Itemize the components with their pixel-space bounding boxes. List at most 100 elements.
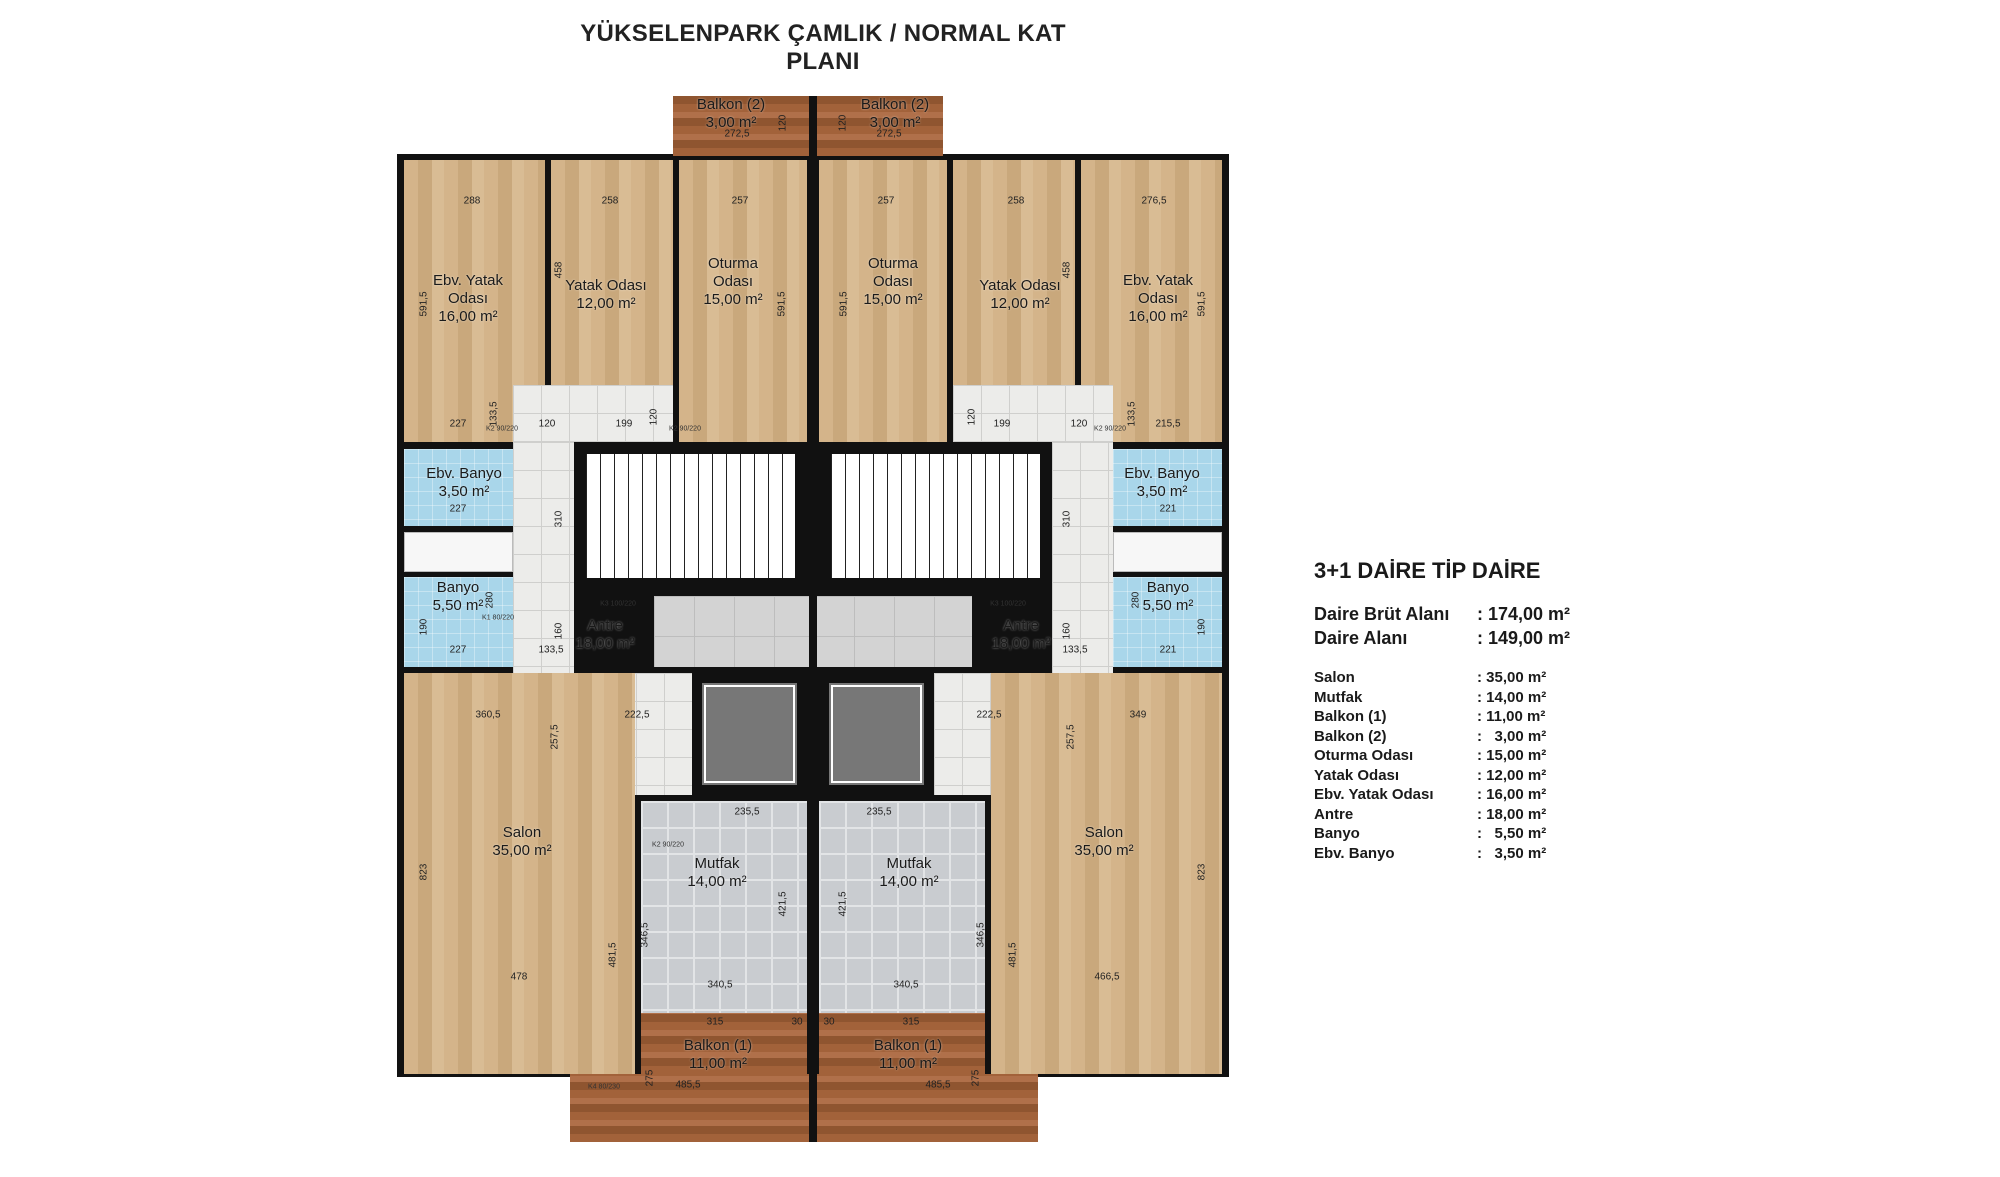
door-code: K3 100/220 bbox=[990, 600, 1026, 608]
dimension-label: 227 bbox=[449, 644, 467, 656]
door-code: K1 80/220 bbox=[482, 614, 514, 622]
ebv-banyo-right bbox=[1113, 449, 1222, 526]
room-label-balkon1-right: Balkon (1)11,00 m² bbox=[874, 1037, 942, 1073]
dimension-label: 280 bbox=[1130, 591, 1142, 609]
door-code: K2 90/220 bbox=[669, 425, 701, 433]
dimension-label: 591,5 bbox=[776, 291, 788, 317]
legend-value: : 5,50 m² bbox=[1477, 825, 1547, 842]
dimension-label: 485,5 bbox=[925, 1079, 951, 1091]
banyo-left bbox=[404, 577, 513, 667]
legend-row: Yatak Odası: 12,00 m² bbox=[1314, 766, 1570, 786]
room-name: Balkon (2) bbox=[696, 96, 766, 113]
room-area: 16,00 m² bbox=[438, 308, 498, 325]
legend-row: Mutfak: 14,00 m² bbox=[1314, 688, 1570, 708]
mutfak-right bbox=[819, 801, 985, 1013]
dimension-label: 276,5 bbox=[1141, 195, 1167, 207]
dimension-label: 272,5 bbox=[876, 128, 902, 140]
dimension-label: 823 bbox=[1196, 863, 1208, 881]
room-name: Balkon (1) bbox=[873, 1037, 943, 1054]
room-name: Ebv. Yatak bbox=[432, 272, 504, 289]
dimension-label: 340,5 bbox=[707, 979, 733, 991]
dimension-label: 227 bbox=[449, 418, 467, 430]
area-legend: 3+1 DAİRE TİP DAİRE Daire Brüt Alanı: 17… bbox=[1314, 558, 1570, 863]
legend-row: Ebv. Yatak Odası: 16,00 m² bbox=[1314, 785, 1570, 805]
dimension-label: 221 bbox=[1159, 644, 1177, 656]
legend-row: Ebv. Banyo : 3,50 m² bbox=[1314, 844, 1570, 864]
legend-row: Balkon (1): 11,00 m² bbox=[1314, 707, 1570, 727]
legend-row: Salon: 35,00 m² bbox=[1314, 668, 1570, 688]
legend-value: : 174,00 m² bbox=[1477, 604, 1571, 624]
dimension-label: 215,5 bbox=[1155, 418, 1181, 430]
dimension-label: 199 bbox=[615, 418, 633, 430]
dimension-label: 190 bbox=[418, 618, 430, 636]
legend-total-row: Daire Alanı: 149,00 m² bbox=[1314, 626, 1570, 650]
room-area: 12,00 m² bbox=[576, 295, 636, 312]
plan-title: YÜKSELENPARK ÇAMLIK / NORMAL KAT PLANI bbox=[580, 20, 1066, 75]
dimension-label: 222,5 bbox=[976, 709, 1002, 721]
balkon-1-right bbox=[819, 1013, 985, 1074]
legend-label: Mutfak bbox=[1314, 688, 1363, 706]
dimension-label: 360,5 bbox=[475, 709, 501, 721]
legend-value: : 15,00 m² bbox=[1477, 747, 1547, 764]
room-area: 3,50 m² bbox=[1136, 483, 1188, 500]
dimension-label: 133,5 bbox=[488, 401, 500, 427]
legend-label: Ebv. Banyo bbox=[1314, 844, 1395, 862]
legend-label: Oturma Odası bbox=[1314, 747, 1414, 764]
dimension-label: 120 bbox=[538, 418, 556, 430]
dimension-label: 591,5 bbox=[418, 291, 430, 317]
legend-value: : 11,00 m² bbox=[1477, 708, 1546, 725]
elevator-right bbox=[819, 673, 934, 795]
room-name: Odası bbox=[1137, 290, 1179, 307]
dimension-label: 485,5 bbox=[675, 1079, 701, 1091]
dimension-label: 458 bbox=[553, 261, 565, 279]
legend-label: Antre bbox=[1314, 805, 1354, 823]
dimension-label: 199 bbox=[993, 418, 1011, 430]
dimension-label: 257,5 bbox=[1065, 724, 1077, 750]
room-label-balkon1-left: Balkon (1)11,00 m² bbox=[684, 1037, 752, 1073]
staircase-left bbox=[574, 442, 807, 590]
dimension-label: 280 bbox=[484, 591, 496, 609]
balkon-1-outer-area bbox=[570, 1074, 1038, 1142]
dimension-label: 315 bbox=[902, 1016, 920, 1028]
dimension-label: 30 bbox=[823, 1016, 835, 1028]
dimension-label: 235,5 bbox=[734, 806, 760, 818]
dimension-label: 235,5 bbox=[866, 806, 892, 818]
yatak-odasi-left bbox=[551, 160, 673, 385]
legend-value: : 16,00 m² bbox=[1477, 786, 1547, 803]
legend-row: Banyo: 5,50 m² bbox=[1314, 824, 1570, 844]
door-code: K2 90/220 bbox=[1094, 425, 1126, 433]
legend-row: Balkon (2): 3,00 m² bbox=[1314, 727, 1570, 747]
dimension-label: 160 bbox=[553, 622, 565, 640]
dimension-label: 481,5 bbox=[1007, 942, 1019, 968]
room-name: Oturma bbox=[707, 255, 759, 272]
antre-hall-top-left bbox=[513, 385, 673, 442]
door-code: K3 100/220 bbox=[600, 600, 636, 608]
door-code: K4 80/230 bbox=[588, 1083, 620, 1091]
dimension-label: 190 bbox=[1196, 618, 1208, 636]
dimension-label: 120 bbox=[966, 408, 978, 426]
legend-value: : 35,00 m² bbox=[1477, 669, 1547, 686]
dimension-label: 275 bbox=[644, 1069, 656, 1087]
room-name: Mutfak bbox=[694, 855, 740, 872]
dimension-label: 221 bbox=[1159, 503, 1177, 515]
legend-totals: Daire Brüt Alanı: 174,00 m² Daire Alanı:… bbox=[1314, 602, 1570, 650]
legend-title: 3+1 DAİRE TİP DAİRE bbox=[1314, 558, 1541, 583]
room-area: 35,00 m² bbox=[492, 842, 552, 859]
dimension-label: 421,5 bbox=[777, 891, 789, 917]
oturma-odasi-right bbox=[819, 160, 947, 442]
dimension-label: 591,5 bbox=[1196, 291, 1208, 317]
legend-value: : 3,50 m² bbox=[1477, 844, 1547, 862]
antre-hall-top-right bbox=[953, 385, 1113, 442]
dimension-label: 349 bbox=[1129, 709, 1147, 721]
dimension-label: 340,5 bbox=[893, 979, 919, 991]
room-area: 3,00 m² bbox=[869, 114, 921, 131]
bathtub-left bbox=[404, 532, 513, 572]
mutfak-left bbox=[641, 801, 807, 1013]
dimension-label: 346,5 bbox=[975, 922, 987, 948]
